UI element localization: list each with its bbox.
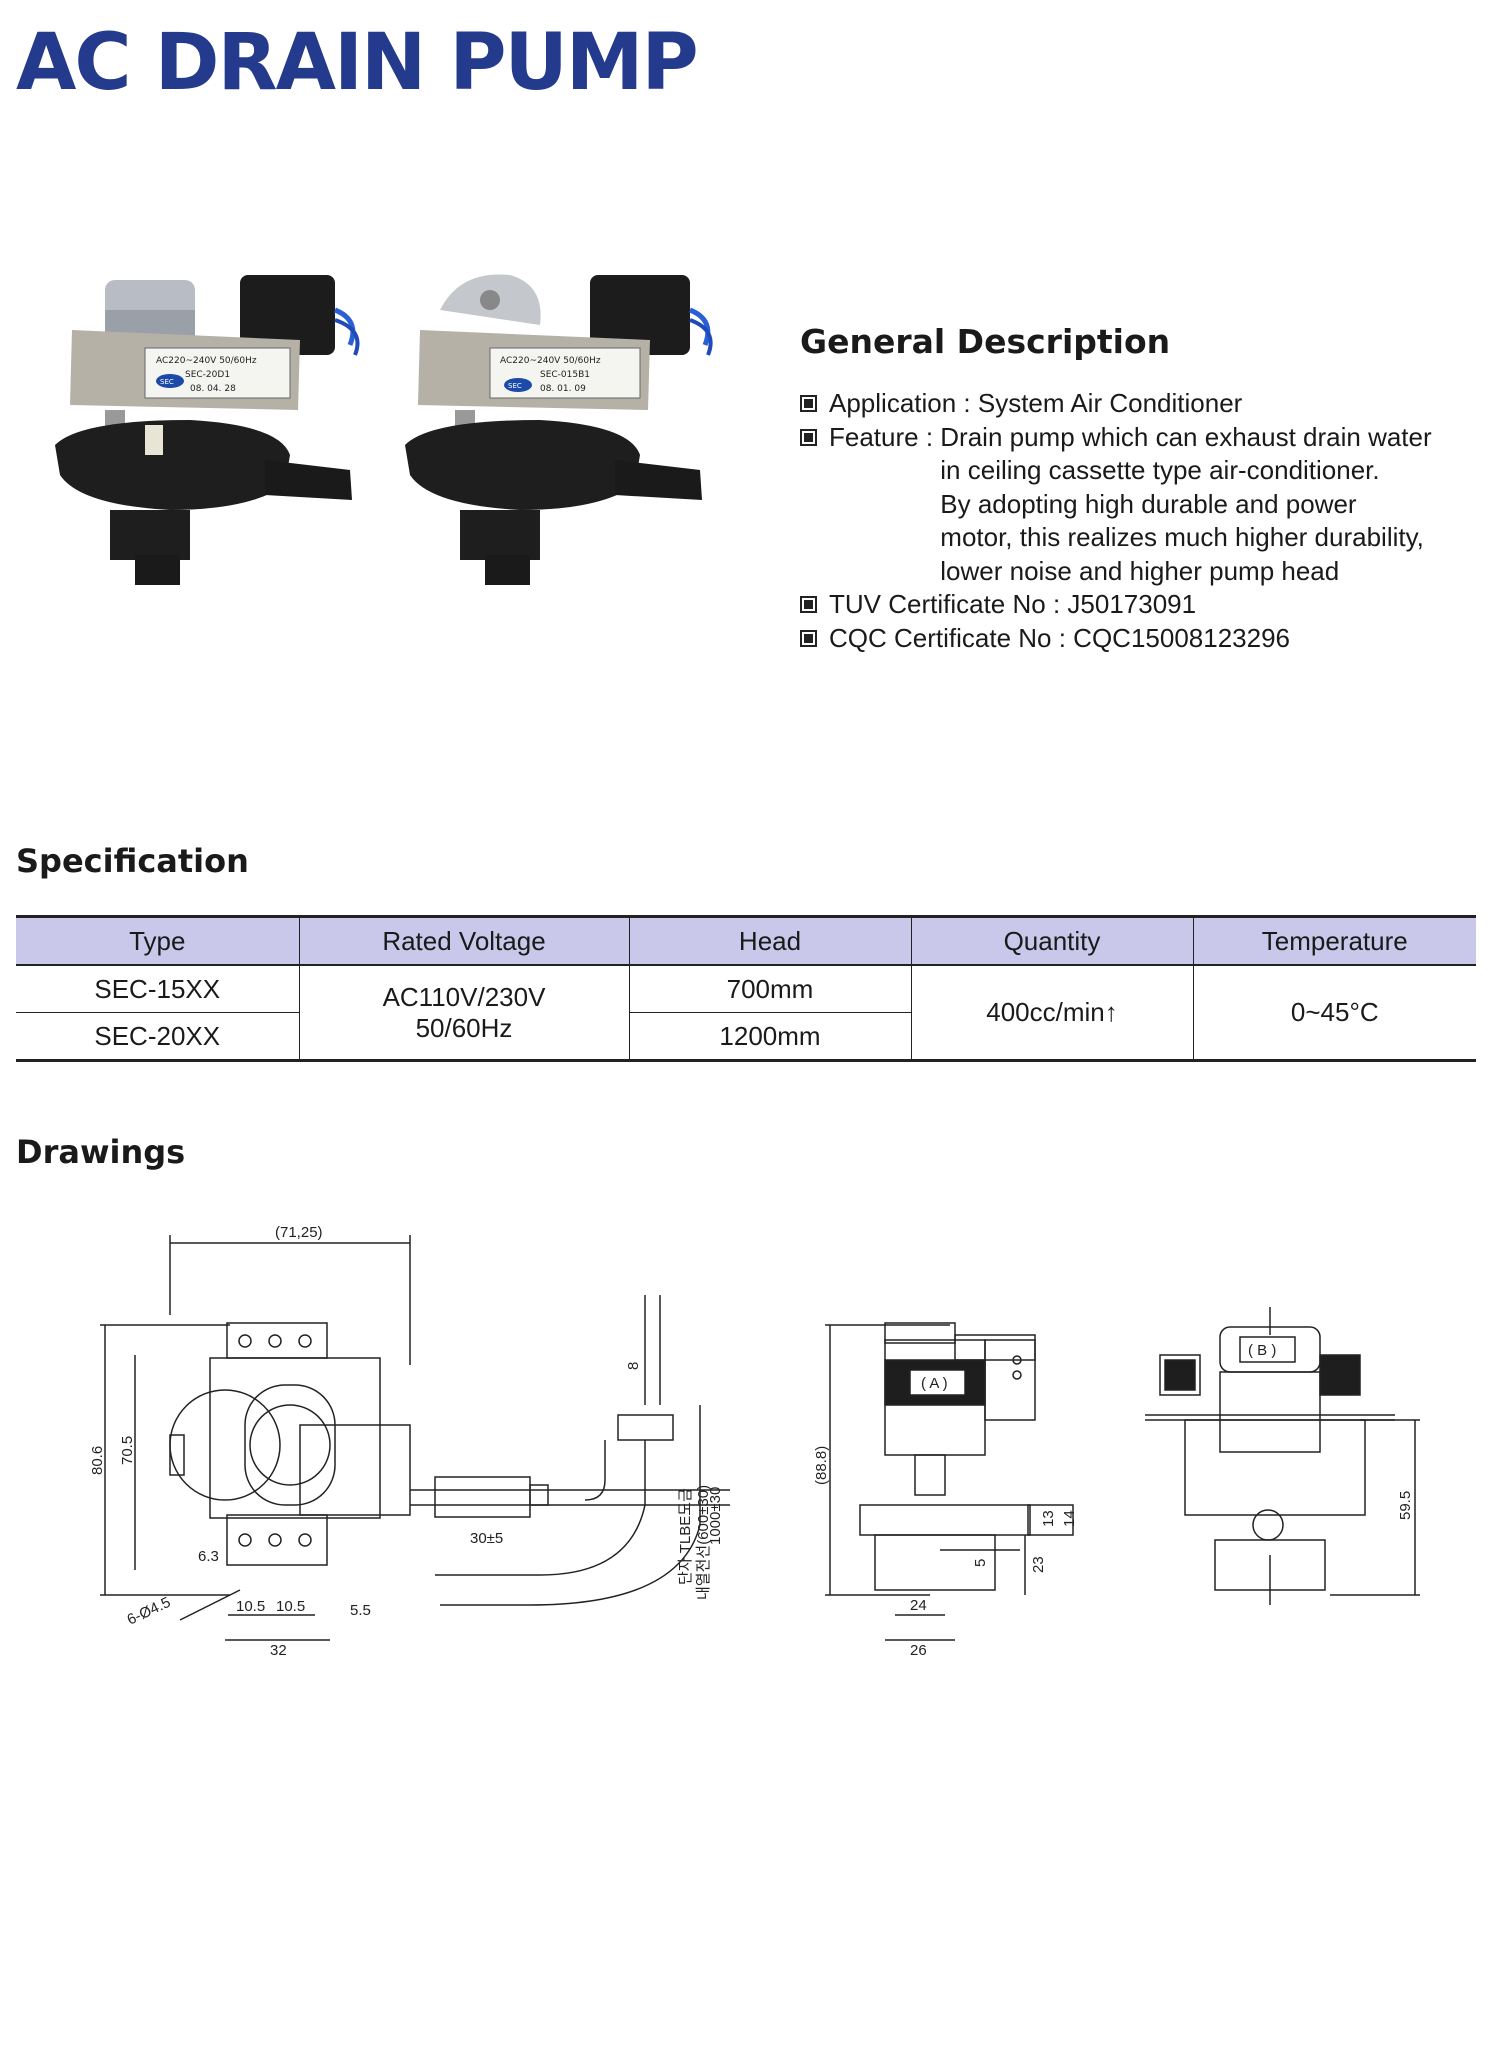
cell-head: 1200mm	[628, 1012, 911, 1061]
dim-inner-width: 24	[910, 1597, 927, 1614]
product-photo-sec-20d1: AC220~240V 50/60Hz SEC-20D1 08. 04. 28 S…	[50, 270, 370, 600]
product-photo-sec-015b1: AC220~240V 50/60Hz SEC-015B1 08. 01. 09 …	[400, 270, 720, 600]
specification-table: Type Rated Voltage Head Quantity Tempera…	[16, 915, 1476, 1062]
tuv-item: TUV Certificate No : J50173091	[800, 588, 1480, 622]
dim-side-height: (88.8)	[813, 1446, 830, 1485]
dim-pitch-b: 10.5	[276, 1598, 305, 1615]
square-bullet-icon	[800, 629, 817, 647]
cqc-text: CQC Certificate No : CQC15008123296	[829, 622, 1291, 653]
header-head: Head	[628, 916, 911, 966]
dim-height-outer: 80.6	[90, 1446, 106, 1475]
sec-logo: SEC	[160, 378, 174, 386]
label-b: ( B )	[1248, 1342, 1276, 1359]
cell-type: SEC-15XX	[16, 965, 299, 1013]
cell-head: 700mm	[628, 965, 911, 1013]
square-bullet-icon	[800, 596, 817, 613]
rear-view-drawing: ( B ) 59.5	[1120, 1215, 1440, 1665]
general-description-list: Application : System Air Conditioner Fea…	[800, 387, 1480, 655]
dim-outlet-b: 14	[1061, 1510, 1078, 1527]
sec-logo: SEC	[508, 382, 522, 390]
cell-type: SEC-20XX	[94, 1020, 221, 1051]
rated-voltage-line2: 50/60Hz	[415, 1012, 513, 1043]
cell-rated-voltage: AC110V/230V 50/60Hz	[298, 965, 629, 1061]
dim-base-height: 23	[1030, 1556, 1047, 1573]
square-bullet-icon	[800, 395, 817, 412]
header-quantity: Quantity	[910, 916, 1193, 966]
dim-outlet-a: 13	[1040, 1510, 1057, 1527]
wire-spec-1: 단자 TLBE도금	[677, 1488, 694, 1585]
table-row: SEC-20XX 1200mm	[16, 1012, 1476, 1061]
product-label-line2: SEC-015B1	[540, 370, 590, 380]
cell-temperature: 0~45°C	[1192, 965, 1476, 1061]
drawings-heading: Drawings	[16, 1133, 186, 1171]
application-text: Application : System Air Conditioner	[829, 388, 1243, 418]
dim-base-offset: 5	[972, 1559, 989, 1567]
dim-pitch-a: 10.5	[236, 1598, 265, 1615]
dim-rear-height: 59.5	[1397, 1491, 1414, 1520]
label-a: ( A )	[921, 1375, 948, 1392]
front-view-drawing: (71,25) 80.6 70.5 6.3 6-Ø4.5 10.5 10.5 5…	[90, 1215, 770, 1665]
product-label-date: 08. 04. 28	[190, 384, 236, 394]
dim-tube-length: 30±5	[470, 1530, 503, 1547]
product-label-line1: AC220~240V 50/60Hz	[500, 356, 601, 366]
dim-outer-width: 26	[910, 1642, 927, 1659]
specification-heading: Specification	[16, 842, 249, 880]
tuv-text: TUV Certificate No : J50173091	[829, 589, 1197, 619]
dim-top-width: (71,25)	[275, 1224, 323, 1241]
dim-width: 32	[270, 1642, 287, 1659]
dim-offset: 6.3	[198, 1548, 219, 1565]
dim-wire-lead: 8	[625, 1362, 642, 1370]
header-rated-voltage: Rated Voltage	[298, 916, 629, 966]
header-temperature: Temperature	[1192, 916, 1476, 966]
cell-quantity: 400cc/min↑	[910, 965, 1193, 1061]
product-label-line2: SEC-20D1	[185, 370, 230, 380]
product-label-line1: AC220~240V 50/60Hz	[156, 356, 257, 366]
feature-label: Feature :	[829, 421, 941, 452]
page-title: AC DRAIN PUMP	[16, 18, 699, 108]
dim-height-inner: 70.5	[119, 1436, 136, 1465]
general-description-heading: General Description	[800, 322, 1171, 361]
header-type: Type	[16, 916, 299, 966]
feature-text: Drain pump which can exhaust drain water…	[940, 421, 1432, 586]
dim-edge: 5.5	[350, 1602, 371, 1619]
square-bullet-icon	[800, 428, 817, 446]
dim-wire-length: 1000±30	[707, 1487, 724, 1545]
cqc-item: CQC Certificate No : CQC15008123296	[800, 622, 1480, 656]
dim-holes: 6-Ø4.5	[125, 1594, 174, 1629]
table-header-row: Type Rated Voltage Head Quantity Tempera…	[16, 916, 1476, 966]
rated-voltage-line1: AC110V/230V	[382, 981, 546, 1012]
wire-spec-2: 내열전선(600±30)	[695, 1485, 712, 1600]
application-item: Application : System Air Conditioner	[800, 387, 1480, 421]
product-label-date: 08. 01. 09	[540, 384, 586, 394]
side-view-drawing: (88.8) ( A ) 13 14 5 23 24 26	[810, 1215, 1110, 1665]
feature-item: Feature : Drain pump which can exhaust d…	[800, 421, 1480, 589]
table-row: SEC-15XX AC110V/230V 50/60Hz 700mm 400cc…	[16, 965, 1476, 1061]
